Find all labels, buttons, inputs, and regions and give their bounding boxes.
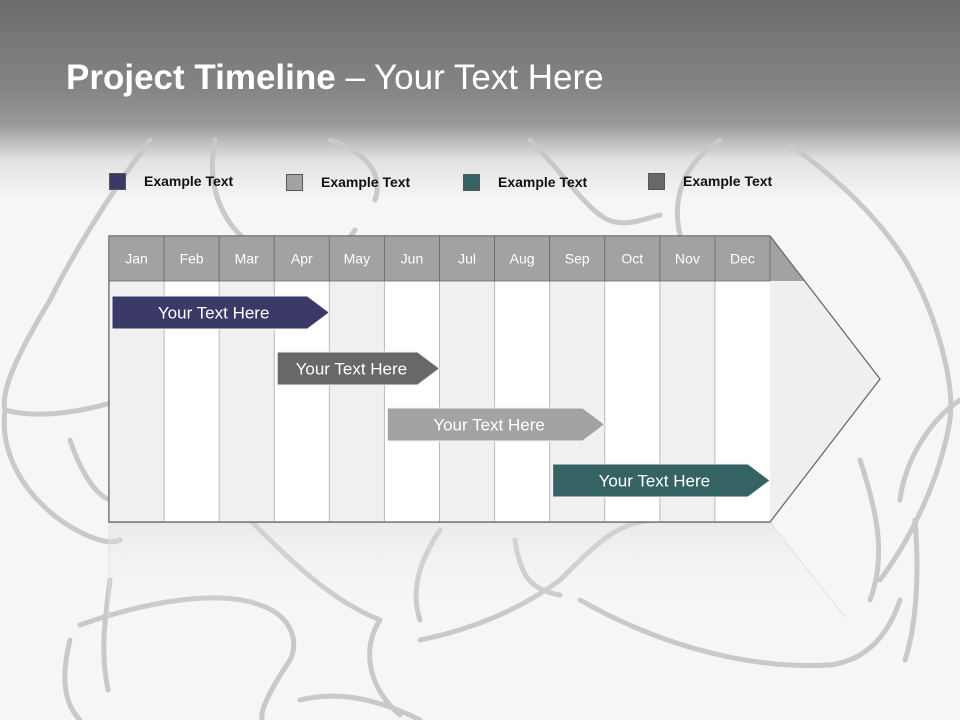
legend-label-4: Example Text bbox=[683, 173, 773, 189]
month-label-may: May bbox=[344, 251, 370, 267]
month-header-row: Jan Feb Mar Apr May Jun Jul Aug Sep Oct Nov Dec bbox=[108, 235, 771, 282]
month-label-jul: Jul bbox=[458, 251, 476, 267]
month-label-feb: Feb bbox=[180, 251, 204, 267]
timeline-arrow-head bbox=[770, 281, 880, 522]
task-bar-label-1: Your Text Here bbox=[158, 304, 270, 323]
timeline-reflection bbox=[108, 521, 846, 618]
month-label-mar: Mar bbox=[235, 251, 259, 267]
month-header-oct bbox=[604, 235, 661, 282]
legend-swatch-3 bbox=[463, 173, 480, 191]
month-column-jun bbox=[384, 281, 440, 522]
header-band bbox=[0, 0, 960, 200]
month-column-aug bbox=[494, 281, 550, 522]
legend-label-2: Example Text bbox=[321, 174, 411, 190]
month-column-may bbox=[329, 281, 385, 522]
legend-item-2: Example Text bbox=[286, 172, 410, 192]
month-label-aug: Aug bbox=[510, 251, 535, 267]
title-bold-part: Project Timeline bbox=[66, 58, 336, 97]
task-bar-label-3: Your Text Here bbox=[433, 416, 545, 435]
month-header-jul bbox=[439, 235, 495, 282]
title-rest-part: – Your Text Here bbox=[335, 58, 604, 97]
month-column-jul bbox=[439, 281, 495, 522]
month-label-apr: Apr bbox=[291, 251, 313, 267]
legend-item-1: Example Text bbox=[109, 171, 233, 191]
task-bar-2 bbox=[276, 351, 441, 386]
legend-item-3: Example Text bbox=[463, 172, 587, 192]
legend-swatch-4 bbox=[648, 172, 665, 190]
timeline-reflection-shape bbox=[109, 522, 845, 617]
task-bar-label-4: Your Text Here bbox=[599, 472, 711, 491]
month-header-feb bbox=[163, 235, 220, 282]
month-label-nov: Nov bbox=[675, 251, 700, 267]
task-bar-3 bbox=[386, 407, 606, 442]
task-bar-label-2: Your Text Here bbox=[296, 360, 408, 379]
legend-label-3: Example Text bbox=[498, 174, 588, 190]
page-title: Project Timeline – Your Text Here bbox=[66, 58, 604, 98]
task-bar-1 bbox=[111, 295, 331, 330]
month-header-may bbox=[328, 235, 385, 282]
month-header-sep bbox=[549, 235, 606, 282]
task-bar-4 bbox=[552, 463, 771, 498]
month-label-dec: Dec bbox=[730, 251, 755, 267]
reflection-edge-right bbox=[769, 521, 846, 618]
month-label-jun: Jun bbox=[401, 251, 424, 267]
month-header-jan bbox=[108, 235, 165, 282]
legend-label-1: Example Text bbox=[144, 173, 234, 189]
legend-swatch-1 bbox=[109, 172, 126, 190]
legend-item-4: Example Text bbox=[648, 171, 772, 191]
month-label-jan: Jan bbox=[125, 251, 148, 267]
legend-swatch-2 bbox=[286, 173, 303, 191]
month-label-oct: Oct bbox=[621, 251, 643, 267]
month-header-jun bbox=[384, 235, 440, 282]
month-header-dec bbox=[714, 235, 771, 282]
month-label-sep: Sep bbox=[565, 251, 590, 267]
month-header-nov bbox=[659, 235, 716, 282]
month-header-mar bbox=[218, 235, 275, 282]
